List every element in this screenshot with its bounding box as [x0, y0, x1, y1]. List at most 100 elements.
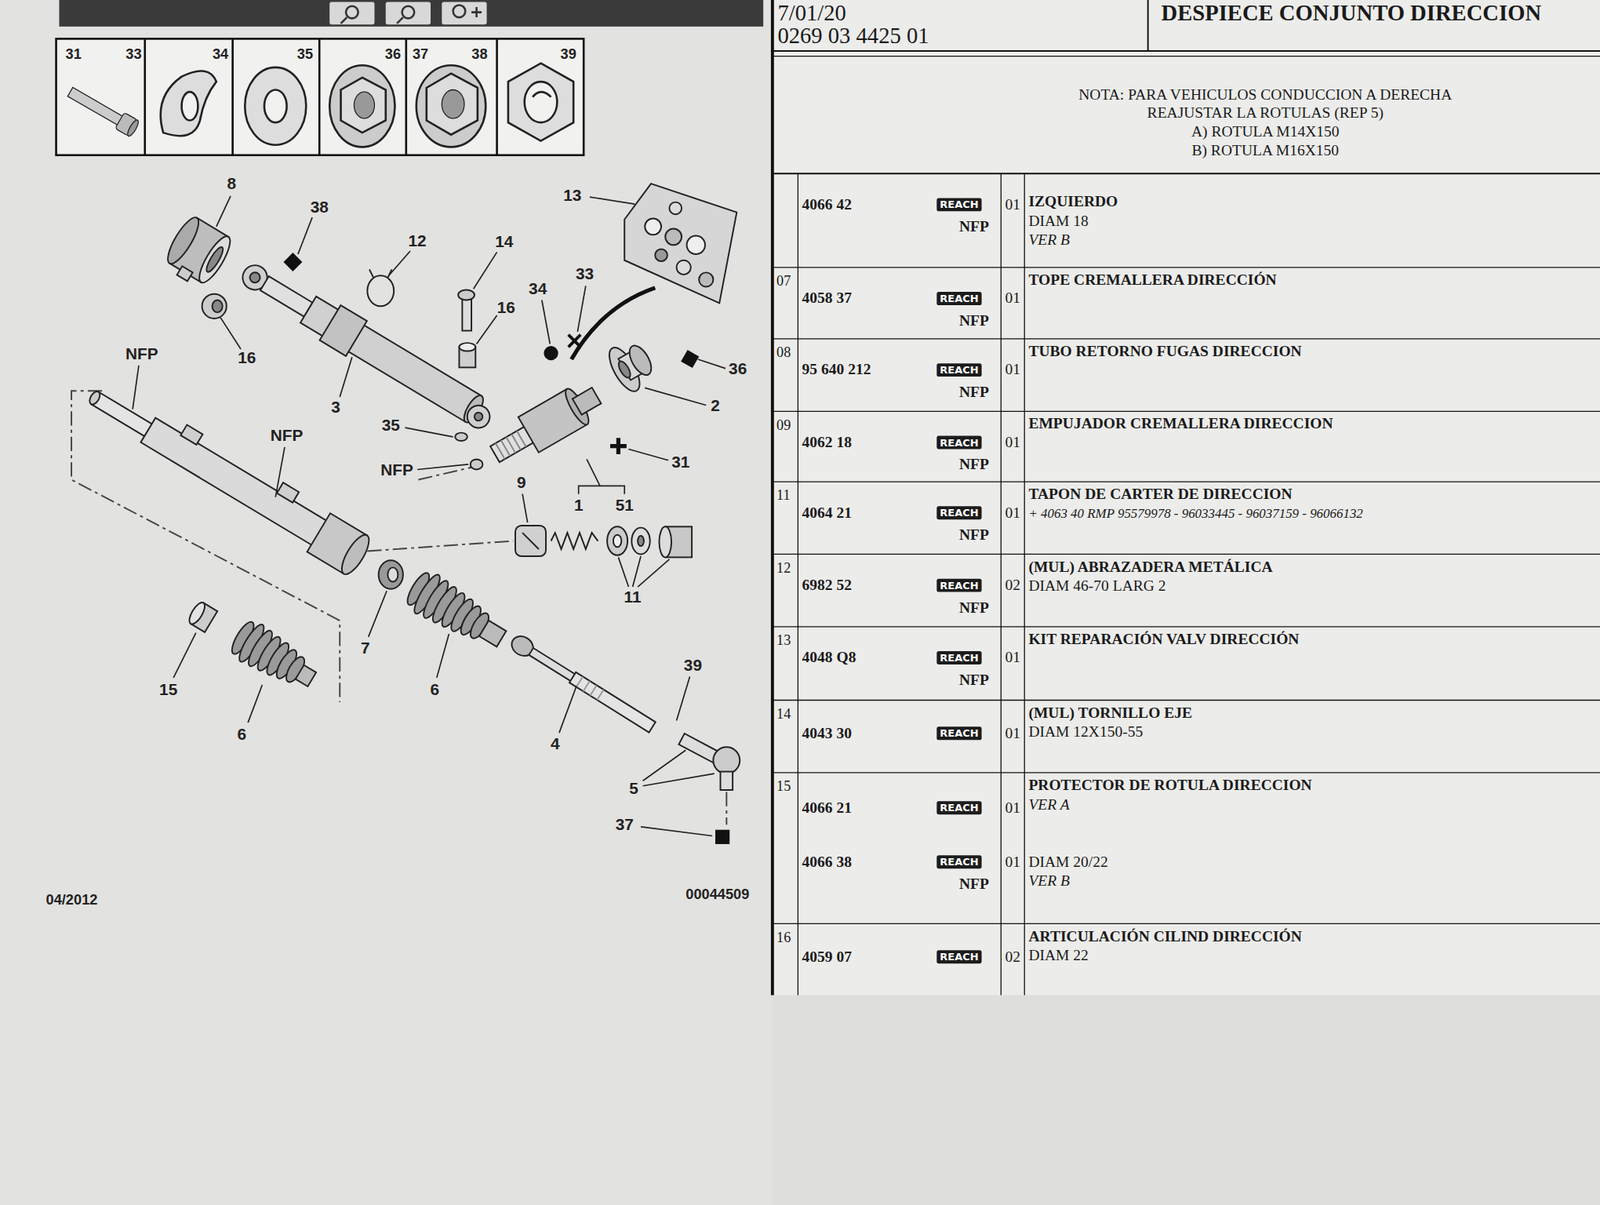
callout-number: 9	[516, 473, 527, 492]
quantity: 01	[1005, 648, 1022, 666]
row-number: 12	[776, 560, 791, 577]
callout-number: NFP	[270, 426, 304, 445]
nfp-flag: NFP	[959, 671, 990, 689]
part-detail: DIAM 12X150-55	[1028, 723, 1143, 741]
quantity: 01	[1005, 799, 1022, 817]
collar	[186, 600, 219, 633]
callout-number: 6	[429, 680, 440, 699]
fastener-strip	[56, 38, 585, 155]
nfp-flag: NFP	[959, 218, 990, 236]
callout-number: 7	[360, 638, 371, 657]
bush	[159, 213, 236, 292]
reach-badge: REACH	[936, 505, 982, 520]
callout-number: 5	[629, 779, 639, 798]
row-number: 09	[776, 417, 791, 434]
part-variant: VER B	[1028, 231, 1070, 249]
reach-badge: REACH	[936, 854, 982, 869]
leader-lines	[132, 196, 726, 837]
quantity: 01	[1005, 504, 1022, 522]
assembly-outline	[71, 390, 727, 825]
reach-badge: REACH	[936, 949, 982, 964]
toolbar	[58, 0, 764, 27]
rack-housing	[80, 374, 376, 579]
quantity: 01	[1005, 361, 1022, 379]
callout-number: 34	[212, 46, 229, 63]
rack-gaiter	[401, 566, 513, 659]
row-number: 16	[776, 929, 791, 946]
reach-badge: REACH	[936, 436, 982, 450]
quantity: 01	[1005, 289, 1022, 307]
nfp-flag: NFP	[959, 526, 990, 544]
document-code: 0269 03 4425 01	[777, 22, 929, 50]
drawing-reference: 04/2012	[46, 890, 99, 908]
callout-number: 33	[125, 46, 142, 63]
nfp-flag: NFP	[959, 599, 990, 617]
reach-badge: REACH	[936, 650, 982, 665]
quantity: 01	[1005, 196, 1022, 214]
quantity: 01	[1005, 724, 1022, 742]
callout-number: 8	[227, 174, 237, 193]
rack-gaiter	[226, 616, 324, 699]
callout-number: 11	[624, 587, 642, 606]
callout-number: 3	[330, 397, 341, 416]
part-number: 4048 Q8	[802, 648, 857, 666]
part-number: 95 640 212	[802, 361, 872, 379]
callout-number: 16	[497, 298, 516, 317]
quantity: 01	[1005, 433, 1022, 451]
callout-number: 13	[563, 186, 582, 205]
part-description: TUBO RETORNO FUGAS DIRECCION	[1028, 342, 1302, 360]
nfp-flag: NFP	[959, 456, 990, 474]
parts-table-grid	[772, 0, 1600, 995]
quantity: 02	[1005, 576, 1022, 594]
part-detail: DIAM 22	[1028, 946, 1088, 964]
part-number: 4066 42	[802, 196, 852, 214]
reach-badge: REACH	[936, 800, 982, 815]
part-description: PROTECTOR DE ROTULA DIRECCION	[1028, 776, 1312, 794]
callout-number: 39	[560, 46, 577, 63]
part-description: (MUL) ABRAZADERA METÁLICA	[1028, 558, 1273, 576]
part-variant: VER B	[1028, 872, 1070, 890]
part-number: 4062 18	[802, 433, 852, 451]
part-detail: + 4063 40 RMP 95579978 - 96033445 - 9603…	[1028, 505, 1363, 522]
callout-number: 34	[528, 279, 547, 298]
callout-number: NFP	[380, 461, 414, 480]
part-description: KIT REPARACIÓN VALV DIRECCIÓN	[1028, 630, 1299, 648]
callout-number: 51	[615, 495, 634, 514]
part-description: ARTICULACIÓN CILIND DIRECCIÓN	[1028, 927, 1302, 946]
tie-rod	[508, 632, 658, 735]
quantity: 01	[1005, 853, 1022, 871]
table-sheet	[772, 0, 1600, 995]
callout-number: 37	[412, 46, 429, 63]
left-sheet	[0, 0, 773, 1205]
note-text: NOTA: PARA VEHICULOS CONDUCCION A DERECH…	[1076, 87, 1455, 122]
rack-plunger-set	[515, 525, 692, 557]
small-parts	[202, 269, 484, 589]
part-description: (MUL) TORNILLO EJE	[1028, 704, 1193, 722]
part-description: EMPUJADOR CREMALLERA DIRECCION	[1028, 415, 1333, 433]
nfp-flag: NFP	[959, 875, 990, 893]
steering-valve	[484, 378, 608, 473]
callout-number: 36	[385, 46, 401, 63]
fastener-symbols	[283, 252, 730, 844]
reach-badge: REACH	[936, 291, 982, 306]
part-description: IZQUIERDO	[1028, 192, 1118, 211]
part-number: 4043 30	[802, 724, 852, 742]
row-number: 15	[776, 778, 791, 796]
part-number: 4058 37	[802, 289, 852, 307]
callout-number: 31	[65, 46, 82, 63]
page-title: DESPIECE CONJUNTO DIRECCION	[1161, 0, 1542, 27]
part-number: 4066 21	[802, 799, 852, 817]
callout-number: 35	[381, 416, 400, 435]
repair-kit	[624, 183, 737, 303]
callout-number: 35	[297, 46, 313, 63]
part-detail: DIAM 18	[1028, 212, 1088, 230]
drawing-reference: 00044509	[685, 885, 750, 902]
row-number: 07	[776, 273, 791, 291]
callout-number: 12	[408, 231, 427, 250]
part-description: TOPE CREMALLERA DIRECCIÓN	[1028, 271, 1277, 289]
coupling	[603, 334, 660, 397]
ball-joint	[678, 733, 740, 790]
note-text: B) ROTULA M16X150	[1191, 141, 1339, 160]
